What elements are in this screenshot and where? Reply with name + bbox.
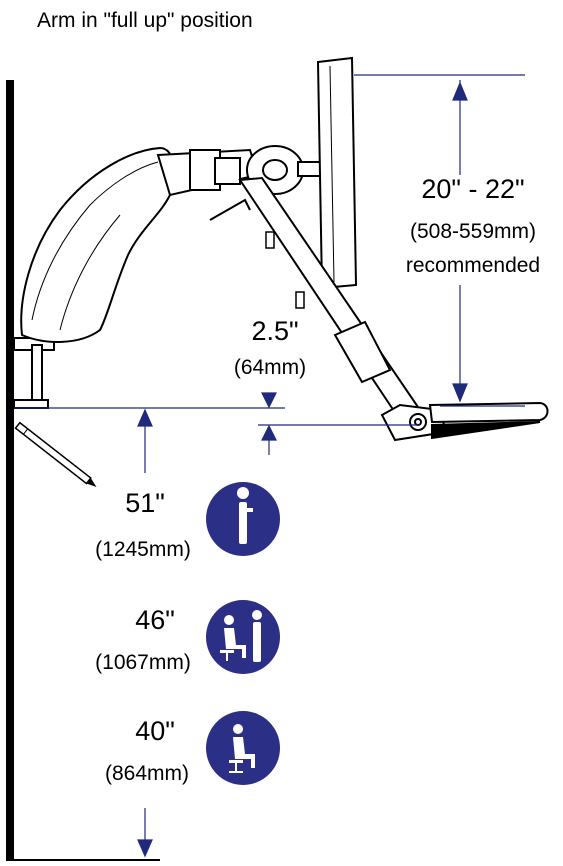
monitor-height-note: recommended	[405, 254, 541, 277]
position-value-seated: 40"	[135, 716, 175, 746]
keyboard-tray	[380, 401, 549, 442]
position-metric-sit-stand: (1067mm)	[95, 651, 191, 674]
clearance-value: 2.5"	[251, 316, 299, 346]
diagram-caption: Arm in "full up" position	[37, 9, 253, 32]
wall-clamp	[13, 337, 55, 409]
clearance-metric: (64mm)	[233, 356, 307, 379]
standing-person-icon	[206, 482, 280, 556]
monitor-height-metric: (508-559mm)	[409, 220, 537, 243]
sit-stand-person-icon	[206, 600, 280, 674]
dimension-lines	[14, 74, 525, 858]
pencil-icon	[14, 421, 97, 487]
position-metric-standing: (1245mm)	[95, 538, 191, 561]
position-metric-seated: (864mm)	[104, 762, 189, 785]
mouse-tray	[333, 320, 392, 384]
monitor-height-value: 20" - 22"	[421, 174, 525, 204]
wall-post	[6, 80, 14, 860]
position-value-sit-stand: 46"	[135, 605, 175, 635]
monitor	[316, 56, 358, 290]
position-value-standing: 51"	[125, 488, 165, 518]
seated-person-icon	[206, 711, 280, 785]
